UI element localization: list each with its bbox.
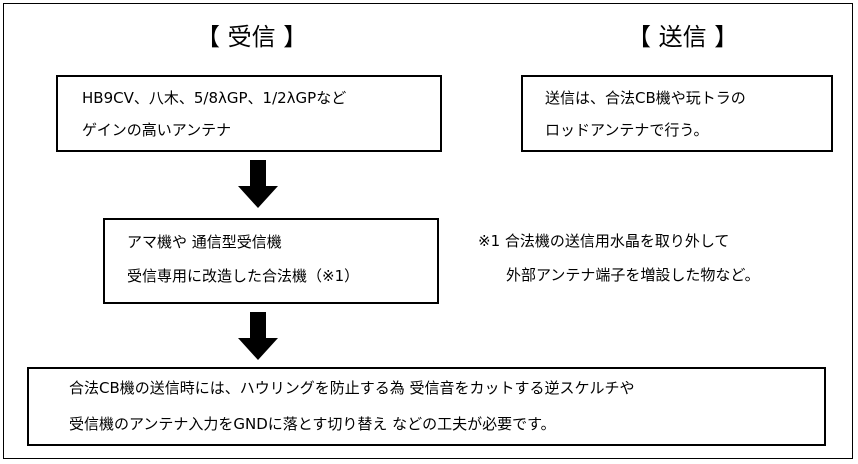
- down-arrow-icon: [238, 160, 278, 208]
- receive-heading: 【 受信 】: [196, 23, 308, 51]
- bottom-note-box: 合法CB機の送信時には、ハウリングを防止する為 受信音をカットする逆スケルチや …: [27, 367, 826, 446]
- receive-antenna-box: HB9CV、八木、5/8λGP、1/2λGPなど ゲインの高いアンテナ: [56, 75, 442, 152]
- transmit-line-1: 送信は、合法CB機や玩トラの: [545, 89, 746, 107]
- bottom-note-line-1: 合法CB機の送信時には、ハウリングを防止する為 受信音をカットする逆スケルチや: [69, 379, 635, 397]
- receive-antenna-line-1: HB9CV、八木、5/8λGP、1/2λGPなど: [82, 89, 347, 107]
- receive-antenna-line-2: ゲインの高いアンテナ: [82, 121, 232, 139]
- receiver-line-1: アマ機や 通信型受信機: [127, 233, 282, 251]
- diagram-frame: [3, 3, 853, 459]
- transmit-box: 送信は、合法CB機や玩トラの ロッドアンテナで行う。: [521, 75, 833, 152]
- receiver-box: アマ機や 通信型受信機 受信専用に改造した合法機（※1）: [103, 218, 439, 304]
- receiver-line-2: 受信専用に改造した合法機（※1）: [127, 267, 360, 285]
- down-arrow-icon: [238, 312, 278, 360]
- footnote-line-2: 外部アンテナ端子を増設した物など。: [506, 266, 760, 284]
- bottom-note-line-2: 受信機のアンテナ入力をGNDに落とす切り替え などの工夫が必要です。: [69, 415, 556, 433]
- footnote-line-1: ※1 合法機の送信用水晶を取り外して: [478, 232, 730, 250]
- transmit-heading: 【 送信 】: [627, 23, 739, 51]
- transmit-line-2: ロッドアンテナで行う。: [545, 121, 709, 139]
